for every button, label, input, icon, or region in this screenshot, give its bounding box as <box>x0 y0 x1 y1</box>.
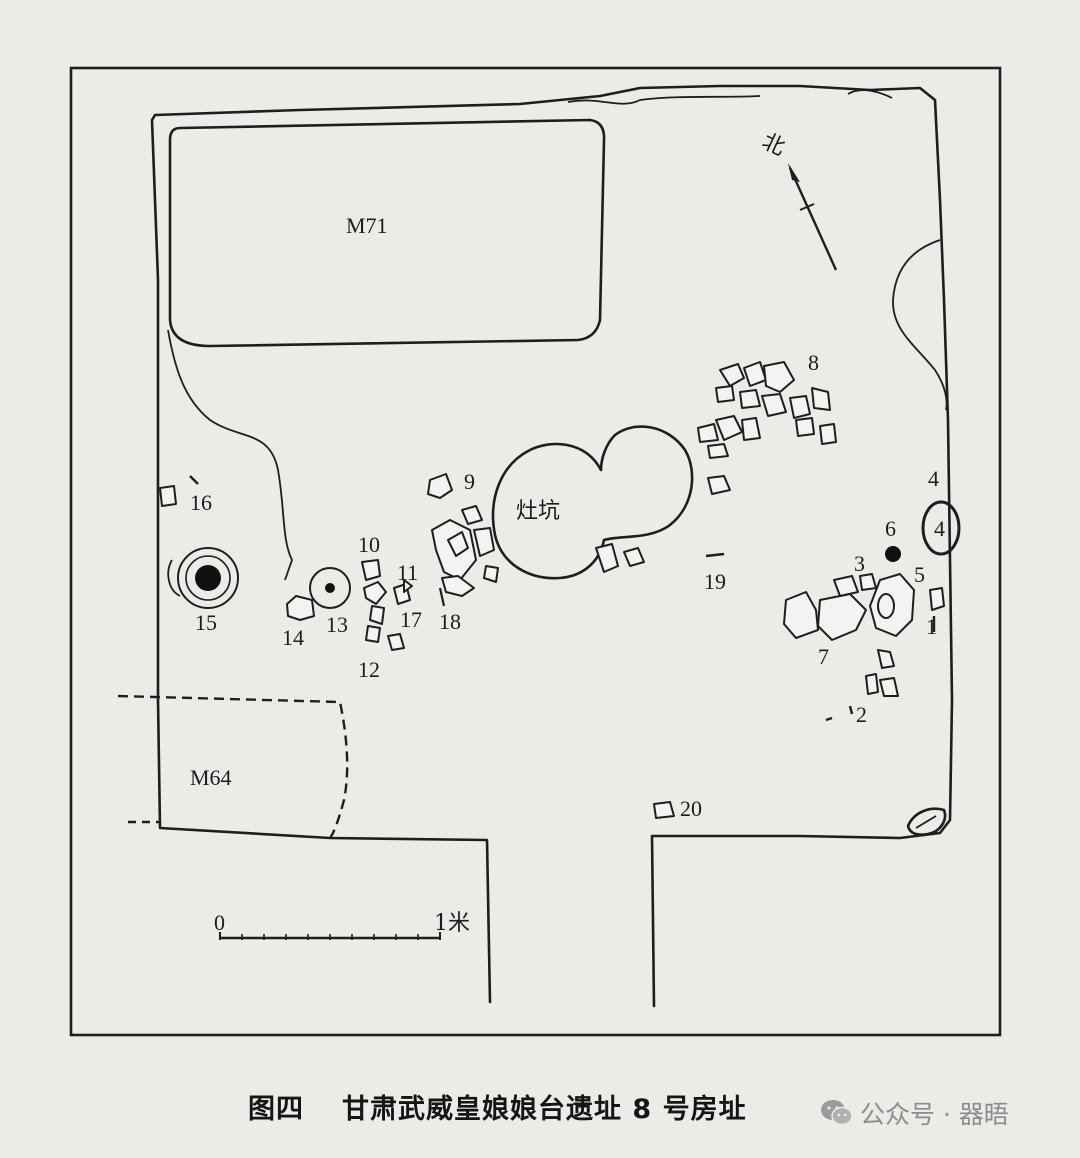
stone-cluster-3-7 <box>783 546 945 697</box>
feature-20-stone <box>653 801 675 819</box>
top-edge-step <box>567 95 761 105</box>
feature-label-6: 6 <box>885 516 896 541</box>
feature-label-16: 16 <box>190 490 212 515</box>
figure-caption: 图四 甘肃武威皇娘娘台遗址 8 号房址 <box>248 1087 747 1126</box>
feature-label-12: 12 <box>358 657 380 682</box>
feature-label-3: 3 <box>854 551 865 576</box>
north-arrow <box>788 163 838 271</box>
feature-label-9: 9 <box>464 469 475 494</box>
feature-14-stone <box>286 595 315 621</box>
disturbance-line <box>167 329 293 581</box>
stone-near-hearth-2 <box>623 547 645 567</box>
figure-number: 图四 <box>248 1094 304 1125</box>
house-outline <box>150 84 954 1008</box>
feature-label-1: 1 <box>926 614 937 639</box>
feature-2-mark-b <box>848 705 854 715</box>
feature-label-18: 18 <box>439 609 461 634</box>
feature-label-4-inner: 4 <box>934 516 945 541</box>
feature-2-mark <box>825 716 833 722</box>
scale-bar <box>219 932 441 940</box>
feature-13-post <box>309 567 351 609</box>
feature-label-15: 15 <box>195 610 217 635</box>
right-disturbance <box>892 239 948 411</box>
feature-18-mark <box>438 587 446 607</box>
hearth-label: 灶坑 <box>516 499 560 524</box>
feature-4-post <box>921 500 961 556</box>
stone-cluster-9 <box>427 473 499 597</box>
feature-label-8: 8 <box>808 350 819 375</box>
feature-19-mark <box>705 552 725 558</box>
feature-label-11: 11 <box>397 560 418 585</box>
top-right-notch <box>847 89 893 99</box>
stone-cluster-8 <box>697 361 837 495</box>
corner-pit <box>906 807 947 837</box>
outer-frame <box>69 66 1002 1037</box>
watermark-text: 公众号 · 器晤 <box>860 1100 1009 1129</box>
feature-16-mark <box>189 475 199 485</box>
wechat-icon <box>821 1100 853 1126</box>
feature-label-7: 7 <box>818 644 829 669</box>
figure-title: 甘肃武威皇娘娘台遗址 8 号房址 <box>342 1094 747 1125</box>
feature-label-5: 5 <box>914 562 925 587</box>
scale-zero-label: 0 <box>214 910 225 935</box>
m64-label: M64 <box>190 765 232 790</box>
feature-label-13: 13 <box>326 612 348 637</box>
feature-label-20: 20 <box>680 796 702 821</box>
feature-16-stone <box>159 485 177 507</box>
feature-label-19: 19 <box>704 569 726 594</box>
watermark: 公众号 · 器晤 <box>820 1095 1009 1131</box>
grave-m64 <box>117 694 349 839</box>
feature-15-post <box>167 547 239 609</box>
feature-label-17: 17 <box>400 607 422 632</box>
feature-label-10: 10 <box>358 532 380 557</box>
feature-label-14: 14 <box>282 625 304 650</box>
stone-near-hearth <box>595 543 619 573</box>
feature-label-2: 2 <box>856 702 867 727</box>
north-label: 北 <box>758 129 789 161</box>
stone-cluster-10-12 <box>361 559 413 651</box>
feature-label-4-outer: 4 <box>928 466 939 491</box>
scale-one-label: 1米 <box>434 911 470 936</box>
m71-label: M71 <box>346 213 388 238</box>
grave-m71 <box>168 118 606 348</box>
hearth-pit <box>491 425 694 580</box>
